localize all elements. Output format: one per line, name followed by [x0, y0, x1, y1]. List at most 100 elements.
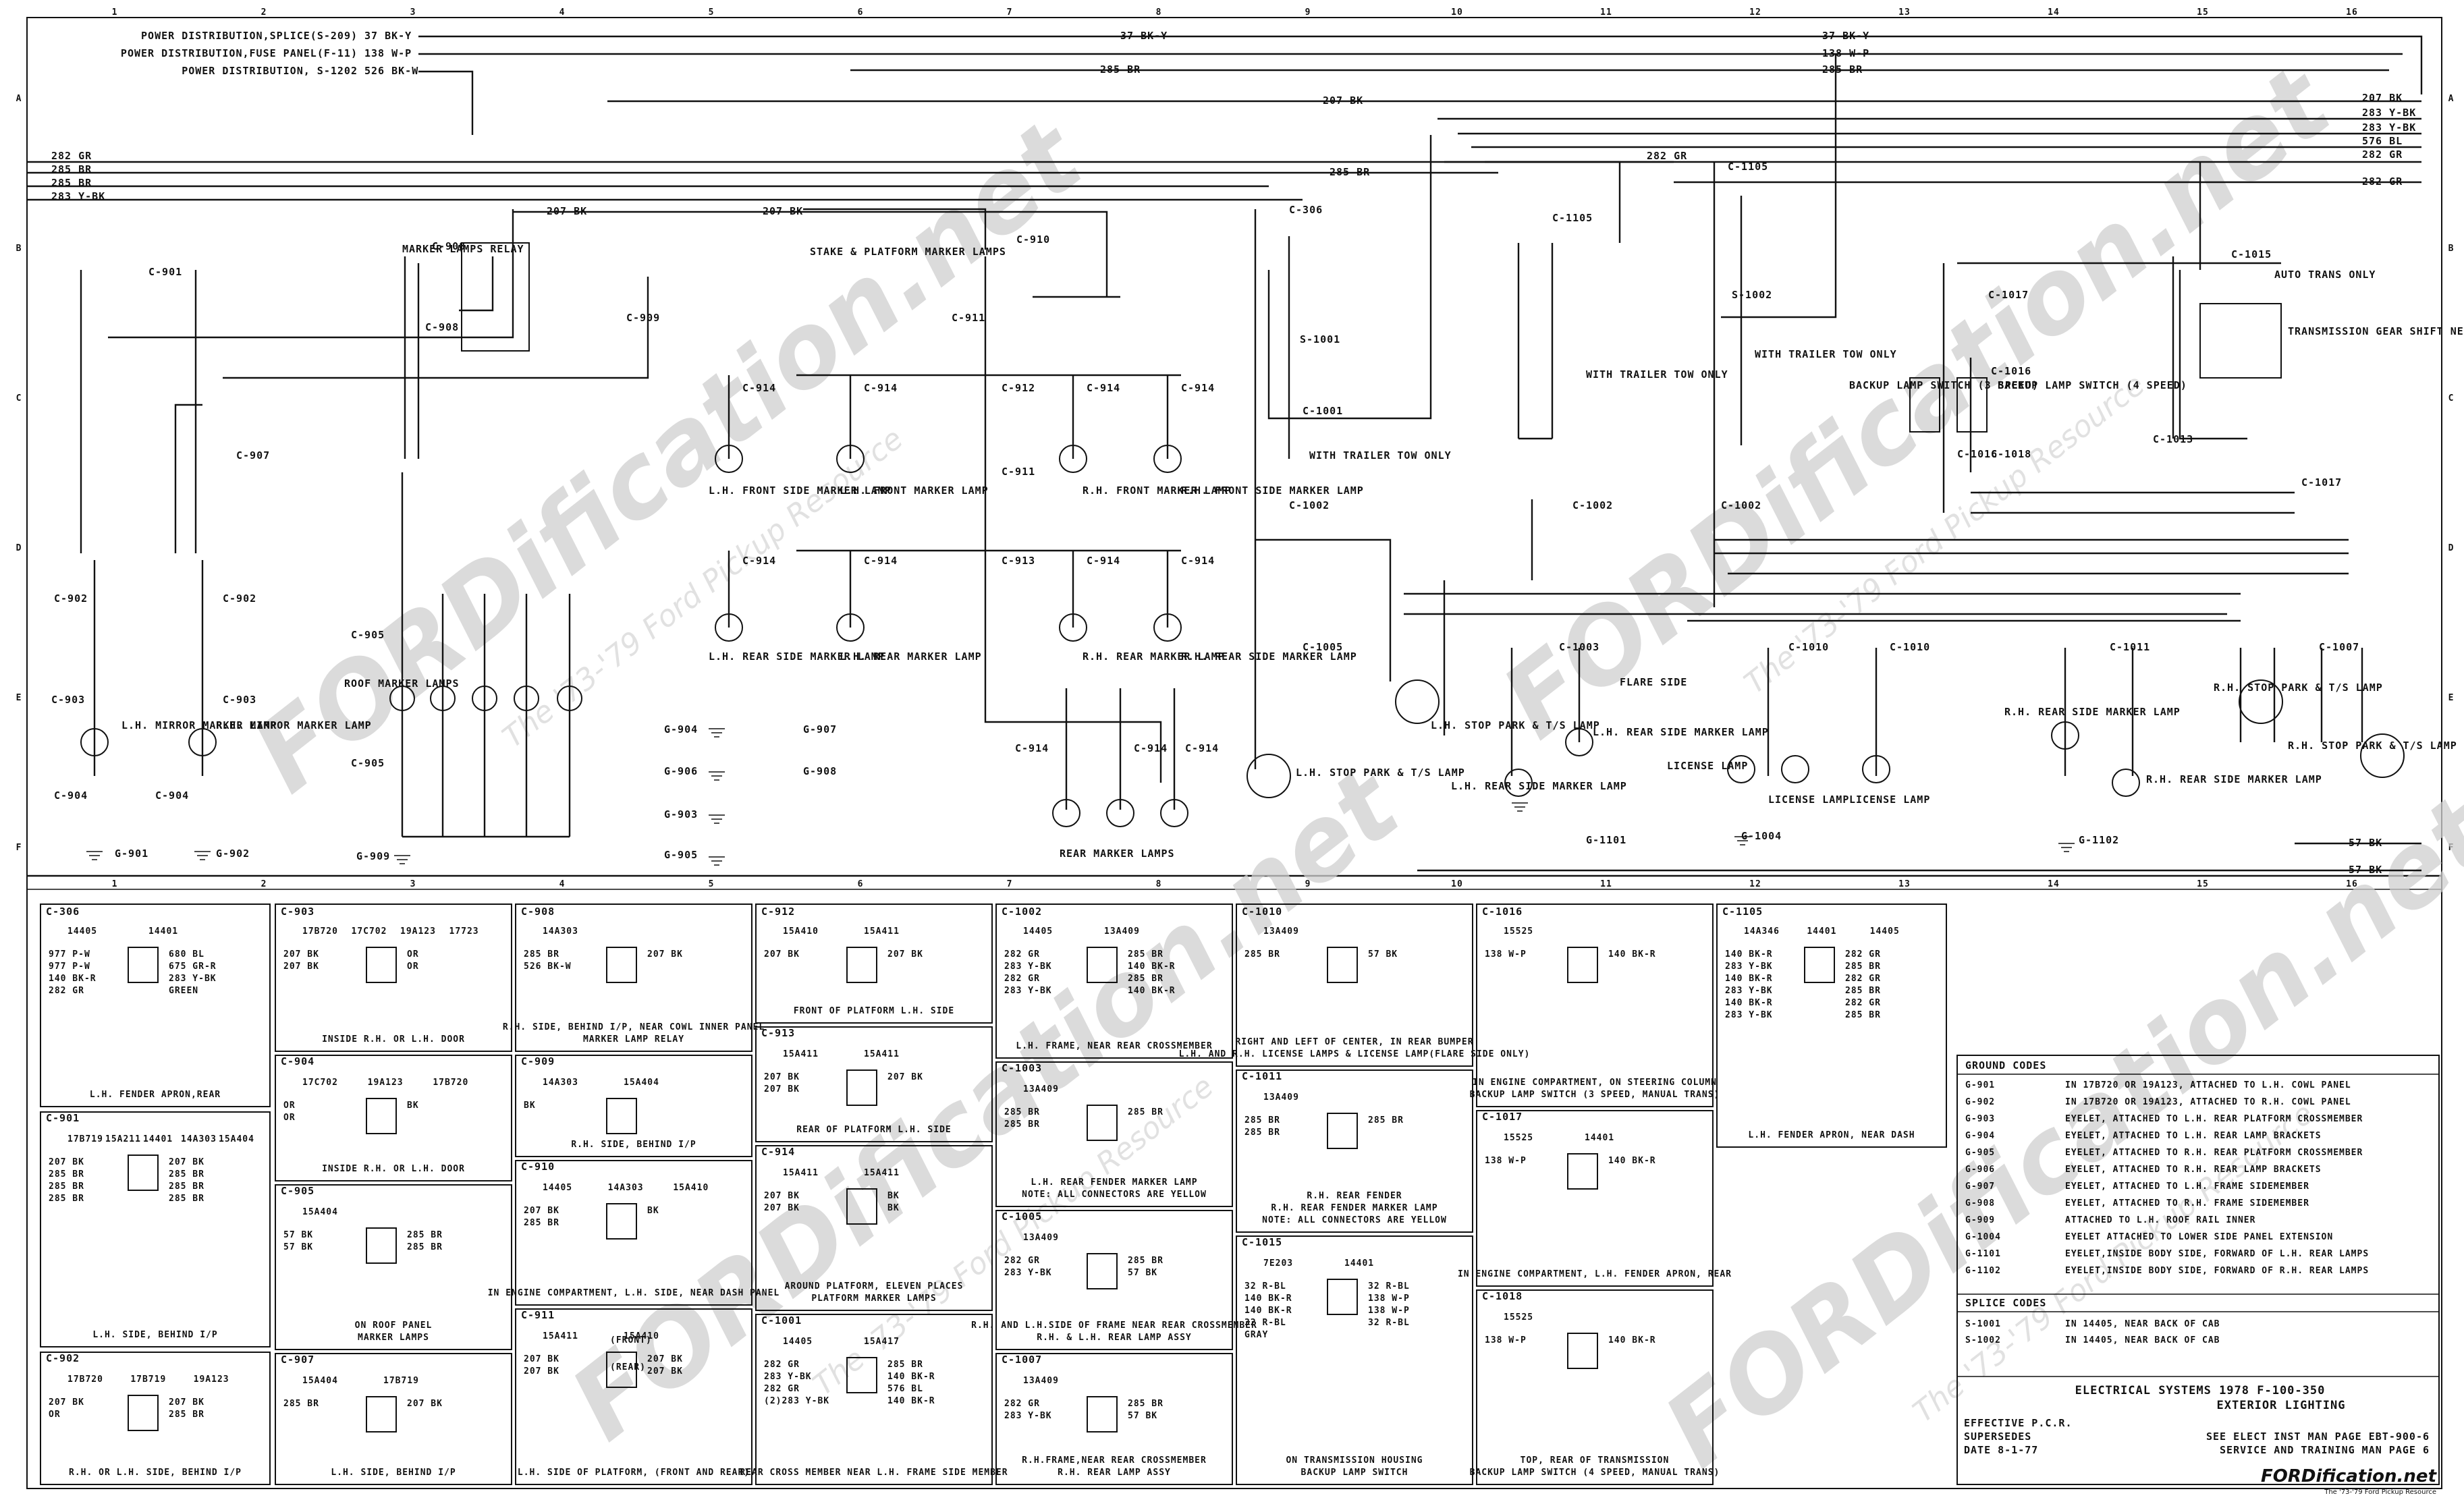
location-note: L.H. FENDER APRON,REAR [90, 1090, 221, 1100]
wire-label: 140 BK-R [1725, 974, 1773, 984]
column-number: 16 [2346, 7, 2358, 18]
wire-label: 207 BK [764, 1072, 800, 1082]
connector-label: C-913 [1002, 555, 1035, 567]
wire-label: 285 BR [1128, 1107, 1163, 1117]
lamp-label: R.H. REAR SIDE MARKER LAMP [2146, 773, 2322, 785]
part-number: 17C702 [302, 1078, 338, 1088]
wire-label: 285 BR [1004, 1119, 1040, 1130]
ground-code-desc: EYELET, ATTACHED TO L.H. REAR LAMP BRACK… [2065, 1131, 2322, 1141]
column-number: 9 [1305, 879, 1311, 889]
wire-label: 207 BK [169, 1157, 204, 1167]
lamp-label: LICENSE LAMP [1667, 760, 1748, 772]
connector-label: C-1003 [1559, 641, 1599, 653]
ground-code: G-903 [1965, 1114, 1995, 1124]
connector-label: C-1017 [1988, 289, 2029, 301]
wire-label: 282 GR [1647, 150, 1687, 162]
wire-label: GRAY [1244, 1330, 1268, 1340]
power-source-label: POWER DISTRIBUTION,FUSE PANEL(F-11) [121, 47, 358, 59]
lamp-label: L.H. FRONT SIDE MARKER LAMP [709, 484, 892, 497]
connector-label: C-914 [864, 555, 898, 567]
view-box [1476, 903, 1714, 1107]
wire-label: 140 BK-R [49, 974, 97, 984]
column-number: 14 [2048, 879, 2060, 889]
view-tag: (FRONT) [610, 1335, 652, 1345]
wire-label: 283 Y-BK [1725, 962, 1773, 972]
wire-label: 138 W-P [364, 47, 412, 59]
column-number: 13 [1898, 879, 1911, 889]
connector-label: C-914 [1185, 742, 1219, 754]
wire-label: BK [887, 1203, 900, 1213]
wire-label: 285 BR [1004, 1107, 1040, 1117]
wire-label: 282 GR [1004, 949, 1040, 959]
connector-label: C-903 [51, 694, 85, 706]
location-note: FRONT OF PLATFORM L.H. SIDE [794, 1006, 954, 1016]
wire-label: 207 BK [647, 1366, 683, 1376]
view-box [1476, 1110, 1714, 1287]
location-note: AROUND PLATFORM, ELEVEN PLACES [785, 1281, 964, 1291]
connector-views [40, 903, 2440, 1485]
part-number: 17B719 [67, 1134, 103, 1144]
lamp-label: REAR MARKER LAMPS [1060, 847, 1175, 860]
lamp-bulb-icon [836, 613, 865, 642]
title-ref1: SEE ELECT INST MAN PAGE EBT-900-6 [2206, 1430, 2430, 1443]
row-letter: F [16, 843, 22, 853]
row-letter: C [2448, 393, 2455, 404]
lamp-label: L.H. REAR SIDE MARKER LAMP [1593, 726, 1769, 738]
ground-icon [709, 771, 725, 781]
connector-label: C-1015 [2231, 248, 2272, 260]
connector-label: C-911 [1002, 466, 1035, 478]
wire-label: OR [407, 962, 419, 972]
lamp-label: BACKUP LAMP SWITCH (4 SPEED) [1998, 379, 2187, 391]
view-title: C-1015 [1242, 1236, 1282, 1248]
view-title: C-903 [281, 906, 314, 918]
lamp-bulb-icon [715, 613, 743, 642]
location-note: L.H. SIDE, BEHIND I/P [92, 1330, 217, 1340]
splice-code-desc: IN 14405, NEAR BACK OF CAB [2065, 1319, 2220, 1329]
column-number: 16 [2346, 879, 2358, 889]
column-number: 4 [559, 7, 566, 18]
location-note: R.H. AND L.H.SIDE OF FRAME NEAR REAR CRO… [971, 1320, 1257, 1331]
view-box [755, 1145, 993, 1311]
connector-label: C-909 [626, 312, 660, 324]
part-number: 14405 [67, 926, 97, 937]
connector-label: C-905 [351, 757, 385, 769]
lamp-bulb-icon [2239, 679, 2283, 724]
connector-label: C-1105 [1728, 161, 1768, 173]
location-note: L.H. FENDER APRON, NEAR DASH [1748, 1130, 1915, 1140]
wire-label: 283 Y-BK [2362, 107, 2416, 119]
wire-label: 140 BK-R [887, 1372, 935, 1382]
connector-plug-icon [1567, 1333, 1598, 1369]
view-box [1236, 1235, 1473, 1485]
part-number: 15A410 [783, 926, 819, 937]
view-box [995, 1353, 1233, 1485]
lamp-label: L.H. MIRROR MARKER LAMP [121, 719, 277, 731]
location-note: RIGHT AND LEFT OF CENTER, IN REAR BUMPER [1235, 1037, 1473, 1047]
wire-label: 285 BR [1845, 986, 1881, 996]
lamp-bulb-icon [1160, 799, 1188, 827]
wire-label: 285 BR [49, 1181, 84, 1192]
ground-code: G-906 [1965, 1165, 1995, 1175]
lamp-bulb-icon [1247, 754, 1291, 798]
wire-label: 32 R-BL [1368, 1318, 1410, 1328]
wire-label: 207 BK [887, 1072, 923, 1082]
lamp-bulb-icon [1504, 769, 1533, 797]
column-number: 12 [1749, 7, 1761, 18]
lamp-bulb-icon [1153, 613, 1182, 642]
row-letter: C [16, 393, 22, 404]
connector-label: C-903 [223, 694, 256, 706]
wire-label: 207 BK [169, 1397, 204, 1408]
wire-label: 576 BL [2362, 135, 2403, 147]
wire-label: 285 BR [169, 1194, 204, 1204]
part-number: 15525 [1504, 1312, 1533, 1323]
wire-label: OR [49, 1410, 61, 1420]
wire-label: 57 BK [1128, 1411, 1157, 1421]
part-number: 15525 [1504, 1133, 1533, 1143]
wire-label: 207 BK [524, 1366, 559, 1376]
part-number: 17B720 [433, 1078, 468, 1088]
lamp-label: R.H. STOP PARK & T/S LAMP [2214, 682, 2383, 694]
part-number: 17C702 [352, 926, 387, 937]
wire-label: 282 GR [764, 1360, 800, 1370]
power-source-label: POWER DISTRIBUTION,SPLICE(S-209) [141, 30, 358, 42]
column-number: 15 [2197, 7, 2209, 18]
